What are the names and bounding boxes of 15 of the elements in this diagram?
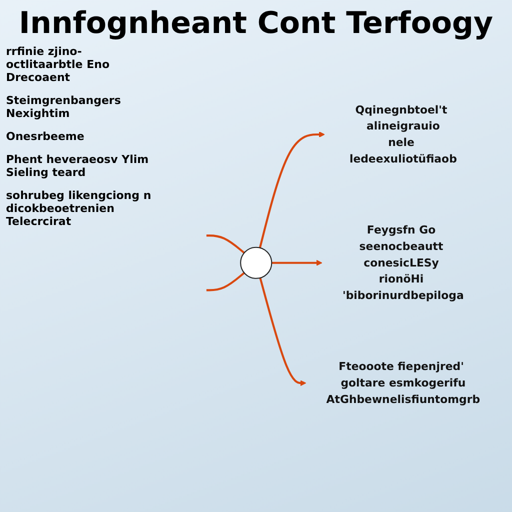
note-text: rrfinie zjino-octlitaarbtle Eno Drecoaent <box>6 45 111 84</box>
node-circle <box>240 247 272 280</box>
connector <box>206 272 245 292</box>
title: Innfognheant Cont Terfoogy <box>18 6 494 41</box>
arrow <box>259 278 306 386</box>
node-text: Fteooote fiepenjred' goltare esmkogerifu AtGhbewnelisfiuntomgrb <box>326 360 480 406</box>
node-text: Qqinegnbtoel't alineigrauio nele ledeexuliotüfiaob <box>349 103 457 166</box>
note-text: Steimgrenbangers Nexightim <box>6 94 122 120</box>
arrow <box>258 132 325 248</box>
note-text: Phent heveraeosv Ylim Sieling teard <box>6 153 150 179</box>
note-text: Onesrbeeme <box>6 130 86 143</box>
arrow <box>272 260 322 266</box>
node-text: Feygsfn Go seenocbeautt conesicLESy rionöHi 'biborinurdbepiloga <box>342 224 464 302</box>
connector <box>206 234 245 254</box>
note-text: sohrubeg likengciong n dicokbeoetrenien Telecrcirat <box>6 189 152 228</box>
